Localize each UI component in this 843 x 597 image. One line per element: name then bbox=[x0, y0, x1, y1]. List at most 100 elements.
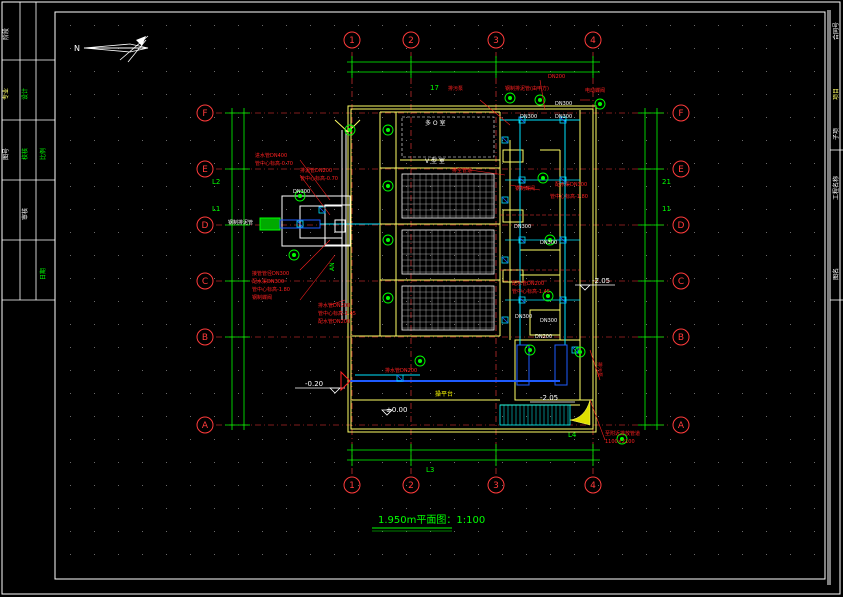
grid-dot bbox=[262, 278, 263, 279]
grid-dot bbox=[214, 48, 215, 49]
drawing-title-group: 1.950m平面图：1:100 bbox=[372, 514, 485, 532]
grid-dot bbox=[646, 48, 647, 49]
grid-dot bbox=[166, 301, 167, 302]
grid-dot bbox=[790, 209, 791, 210]
note-8b: 管中心标高-1.80 bbox=[550, 193, 588, 200]
grid-dot bbox=[646, 140, 647, 141]
grid-dot bbox=[94, 117, 95, 118]
grid-dot bbox=[526, 117, 527, 118]
grid-dot bbox=[430, 94, 431, 95]
grid-dot bbox=[622, 301, 623, 302]
grid-dot bbox=[334, 163, 335, 164]
grid-dot bbox=[478, 439, 479, 440]
grid-dot bbox=[70, 462, 71, 463]
callout-dot bbox=[548, 238, 552, 242]
grid-dot bbox=[574, 117, 575, 118]
grid-dot bbox=[766, 48, 767, 49]
grid-dot bbox=[310, 278, 311, 279]
grid-dot bbox=[766, 324, 767, 325]
grid-dot bbox=[166, 370, 167, 371]
grid-dot bbox=[454, 25, 455, 26]
grid-dot bbox=[238, 48, 239, 49]
grid-dot bbox=[430, 370, 431, 371]
grid-dot bbox=[670, 48, 671, 49]
grid-dot bbox=[598, 48, 599, 49]
pipe-tag-8: DN300 bbox=[293, 189, 310, 195]
grid-dot bbox=[382, 416, 383, 417]
grid-dot bbox=[814, 94, 815, 95]
grid-dot bbox=[142, 439, 143, 440]
grid-dot bbox=[286, 347, 287, 348]
grid-dot bbox=[118, 255, 119, 256]
grid-dot bbox=[718, 416, 719, 417]
grid-dot bbox=[670, 94, 671, 95]
grid-dot bbox=[742, 163, 743, 164]
grid-dot bbox=[406, 416, 407, 417]
grid-dot bbox=[94, 94, 95, 95]
grid-dot bbox=[190, 48, 191, 49]
grid-dot bbox=[454, 117, 455, 118]
grid-dot bbox=[526, 209, 527, 210]
dim-right-lower: 11 bbox=[662, 205, 671, 213]
col-label-3-top: 3 bbox=[493, 36, 499, 46]
elevation-markers: -0.20 -2.05 -2.05 ±0.00 bbox=[295, 277, 615, 416]
grid-dot bbox=[382, 531, 383, 532]
grid-dot bbox=[502, 140, 503, 141]
grid-dot bbox=[526, 485, 527, 486]
grid-dot bbox=[142, 508, 143, 509]
tb-right2-0: 工程名称 bbox=[832, 176, 840, 200]
grid-dot bbox=[454, 301, 455, 302]
grid-dot bbox=[694, 186, 695, 187]
row-label-e-right: E bbox=[678, 165, 684, 175]
grid-dot bbox=[166, 186, 167, 187]
grid-dot bbox=[142, 324, 143, 325]
grid-dot bbox=[310, 439, 311, 440]
grid-dot bbox=[382, 255, 383, 256]
grid-dot bbox=[814, 393, 815, 394]
grid-dot bbox=[766, 370, 767, 371]
grid-dot bbox=[118, 370, 119, 371]
grid-dot bbox=[550, 485, 551, 486]
grid-dot bbox=[766, 255, 767, 256]
grid-dot bbox=[814, 232, 815, 233]
grid-dot bbox=[454, 140, 455, 141]
grid-dot bbox=[790, 439, 791, 440]
grid-dot bbox=[214, 163, 215, 164]
north-label: N bbox=[74, 44, 80, 53]
grid-dot bbox=[406, 370, 407, 371]
grid-dot bbox=[382, 140, 383, 141]
grid-dot bbox=[526, 186, 527, 187]
grid-dot bbox=[742, 485, 743, 486]
grid-dot bbox=[598, 393, 599, 394]
tb-col3-0: 比例 bbox=[39, 148, 47, 160]
tb-right2-1: 图名 bbox=[832, 268, 840, 280]
grid-dot bbox=[742, 25, 743, 26]
grid-dot bbox=[430, 439, 431, 440]
grid-dot bbox=[526, 25, 527, 26]
note-11b: 管中心标高-1.45 bbox=[512, 288, 550, 295]
grid-dot bbox=[190, 393, 191, 394]
grid-dot bbox=[70, 140, 71, 141]
grid-dot bbox=[358, 531, 359, 532]
grid-dot bbox=[406, 255, 407, 256]
grid-dot bbox=[406, 554, 407, 555]
grid-dot bbox=[550, 301, 551, 302]
grid-dot bbox=[478, 140, 479, 141]
grid-dot bbox=[406, 324, 407, 325]
grid-dot bbox=[286, 25, 287, 26]
grid-dot bbox=[670, 209, 671, 210]
col-label-3-bottom: 3 bbox=[493, 481, 499, 491]
grid-dot bbox=[502, 416, 503, 417]
grid-dot bbox=[790, 531, 791, 532]
grid-dot bbox=[766, 485, 767, 486]
row-label-e-left: E bbox=[202, 165, 208, 175]
grid-dot bbox=[334, 25, 335, 26]
grid-dot bbox=[550, 462, 551, 463]
grid-dot bbox=[310, 94, 311, 95]
grid-dot bbox=[718, 554, 719, 555]
note-2: 管中心标高-0.70 bbox=[255, 160, 293, 167]
grid-dot bbox=[550, 94, 551, 95]
grid-dot bbox=[430, 186, 431, 187]
grid-dot bbox=[718, 508, 719, 509]
grid-dot bbox=[502, 301, 503, 302]
